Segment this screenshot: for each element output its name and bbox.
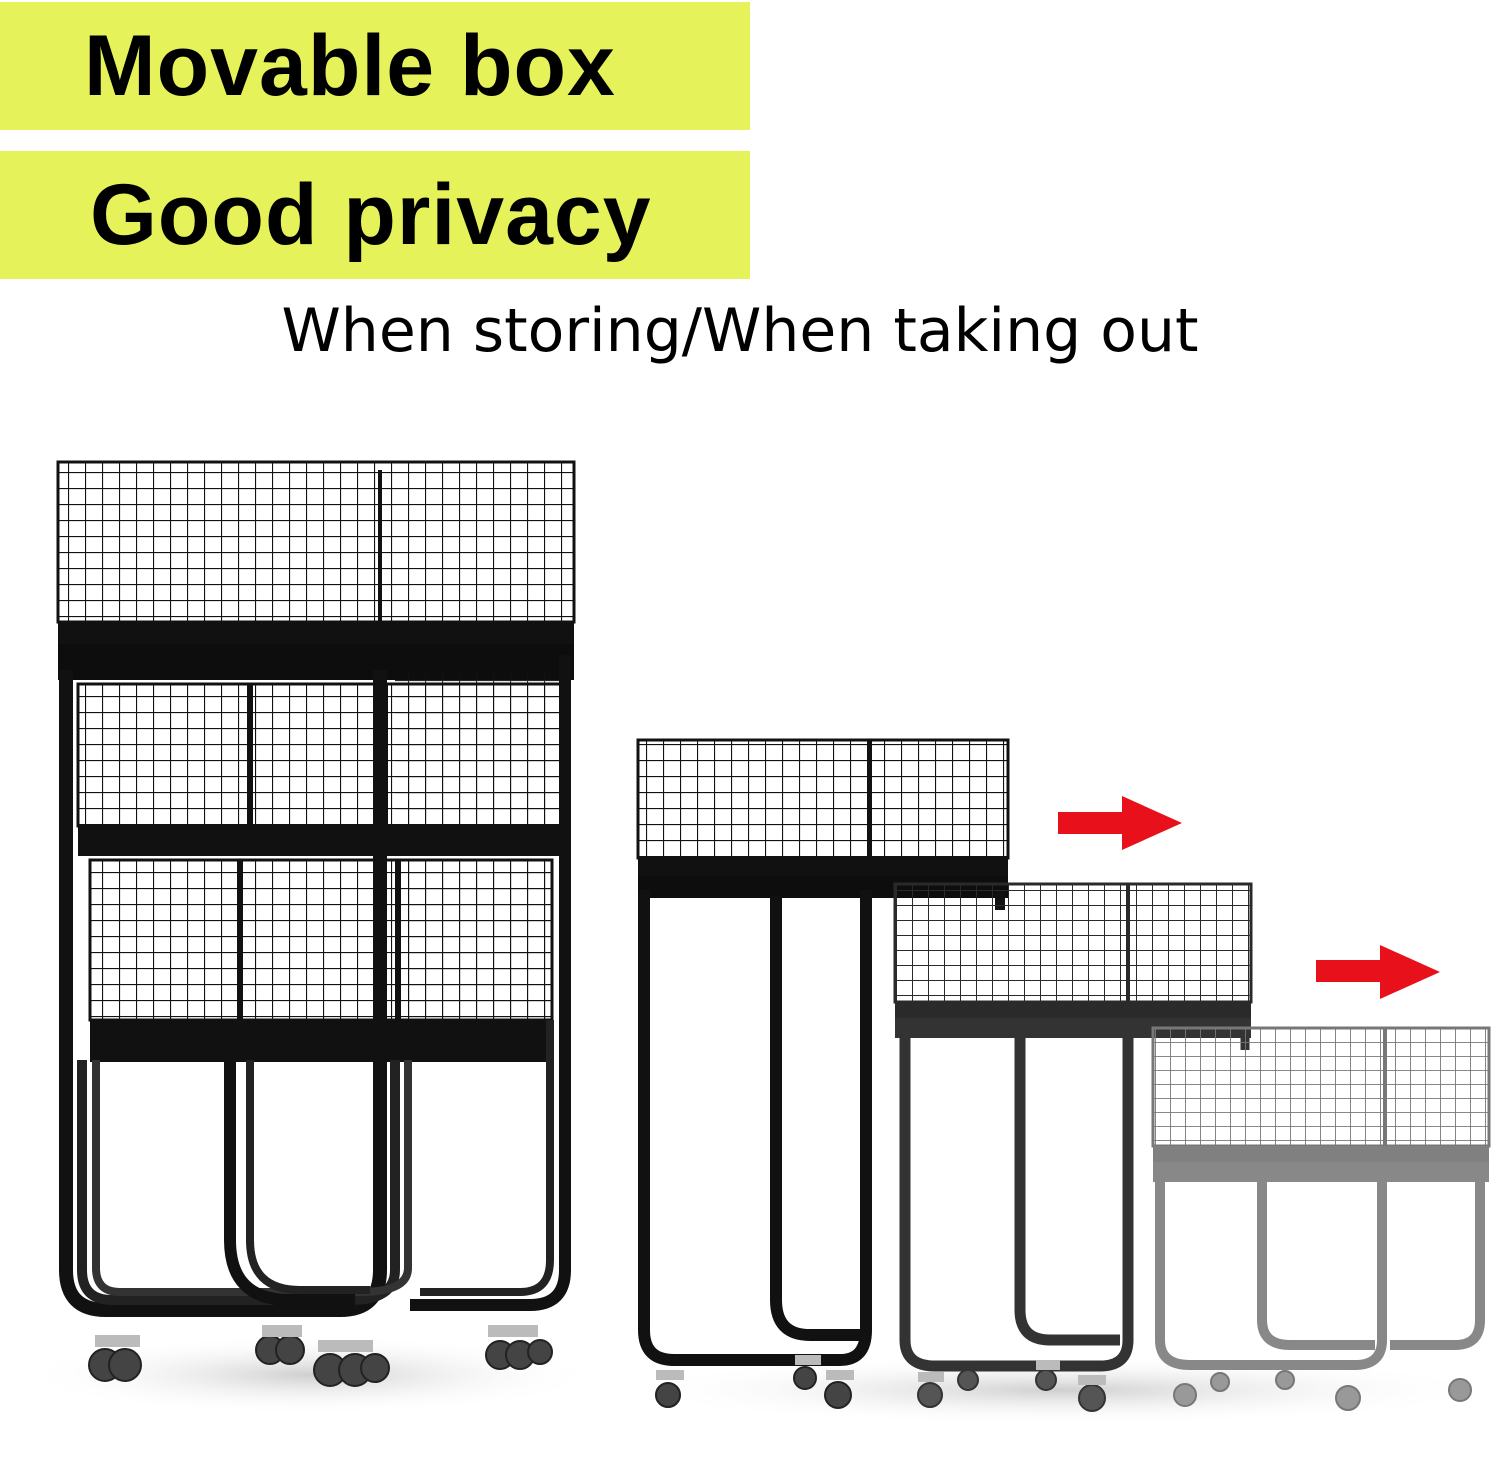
stacked-storage-carts: [56, 460, 576, 1387]
storage-cart-small: [1151, 1026, 1491, 1411]
right-arrow-icon: [1316, 945, 1440, 999]
subtitle: When storing/When taking out: [281, 296, 1199, 366]
right-arrow-icon: [1058, 796, 1182, 850]
headline-banner-movable-box: Movable box: [0, 2, 750, 130]
product-photo: [20, 460, 1500, 1425]
headline-banner-good-privacy: Good privacy: [0, 151, 750, 279]
storage-cart-large: [636, 738, 1010, 1409]
storage-cart-medium: [893, 882, 1253, 1412]
headline-movable-box: Movable box: [84, 18, 616, 114]
headline-good-privacy: Good privacy: [90, 167, 652, 263]
